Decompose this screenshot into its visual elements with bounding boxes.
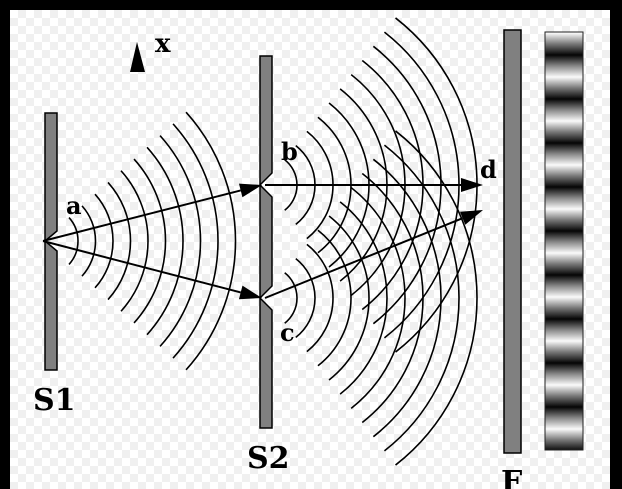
wavefront-from-a	[94, 193, 114, 289]
wavefront-from-a	[68, 217, 79, 265]
label-screen-f: F	[501, 465, 522, 489]
interference-pattern	[544, 31, 584, 451]
wavefront-from-c	[284, 272, 298, 324]
x-axis-arrow-icon	[130, 42, 145, 72]
wavefront-from-c	[317, 229, 352, 367]
wavefront-from-a	[185, 111, 237, 371]
wavefront-from-c	[295, 257, 316, 339]
ray-arrows	[42, 178, 483, 300]
arrow-c-to-d	[264, 210, 483, 299]
wavefronts	[68, 17, 478, 466]
wavefront-from-a	[159, 135, 202, 347]
screen-f	[503, 29, 522, 454]
wavefront-from-c	[350, 187, 406, 409]
barrier-s1	[43, 112, 58, 371]
wavefront-from-a	[107, 181, 132, 301]
label-d: d	[480, 155, 497, 184]
label-c: c	[280, 318, 295, 347]
wavefront-from-c	[372, 158, 442, 438]
label-b: b	[281, 137, 298, 166]
arrow-a-to-b	[42, 183, 262, 242]
label-s1: S1	[33, 383, 76, 418]
wavefront-from-c	[306, 243, 334, 353]
wavefront-from-a	[146, 146, 184, 336]
barrier-s2	[258, 55, 273, 429]
wavefront-from-a	[120, 170, 149, 312]
arrow-a-to-c	[42, 240, 262, 300]
arrow-b-to-d	[265, 178, 483, 192]
wavefront-from-a	[81, 205, 97, 277]
label-s2: S2	[247, 441, 290, 476]
axis-label-x: x	[155, 29, 171, 59]
wavefront-from-c	[395, 130, 478, 466]
wavefront-from-c	[339, 201, 388, 395]
label-a: a	[66, 191, 82, 220]
wavefront-from-c	[361, 172, 424, 424]
wavefront-from-c	[383, 144, 460, 452]
wavefront-from-a	[172, 123, 219, 359]
wavefront-from-a	[133, 158, 167, 324]
wavefront-from-c	[328, 215, 370, 381]
